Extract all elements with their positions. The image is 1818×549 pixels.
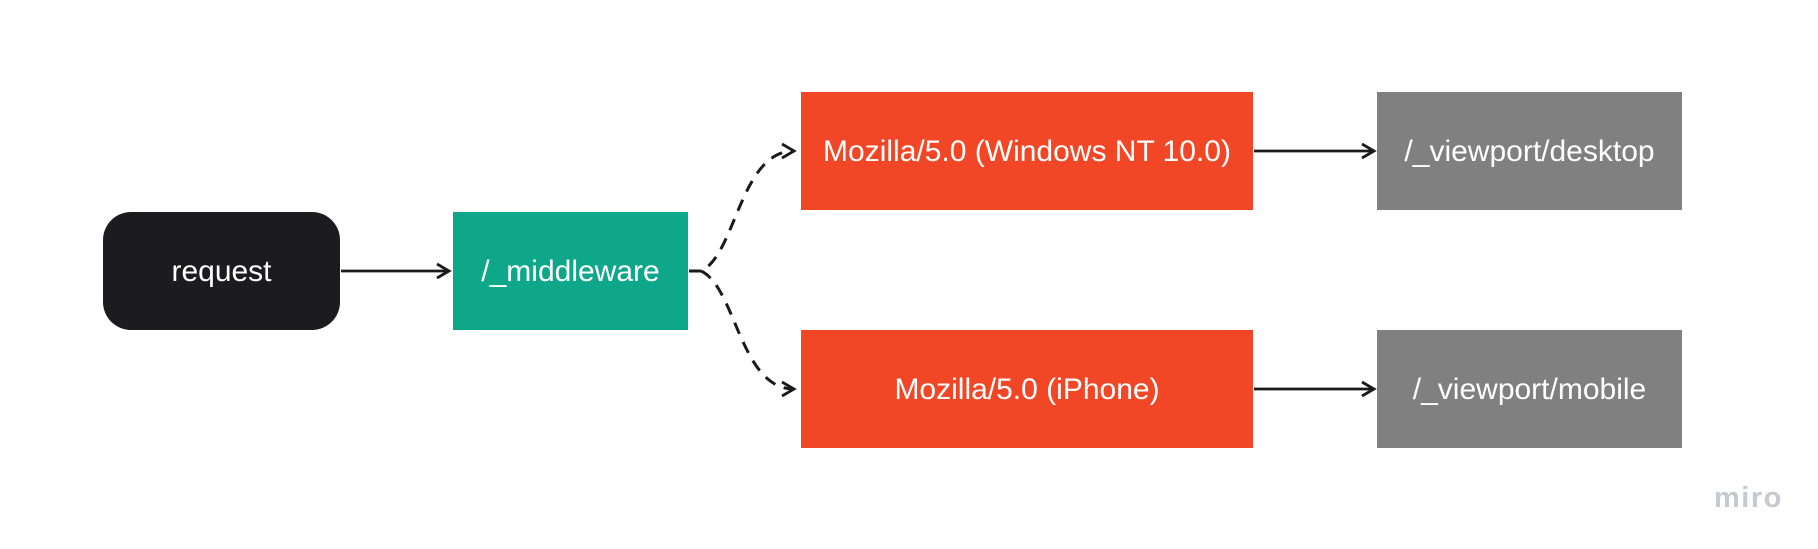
node-middleware-label: /_middleware	[481, 254, 660, 288]
node-user-agent-desktop[interactable]: Mozilla/5.0 (Windows NT 10.0)	[801, 92, 1253, 210]
node-viewport-desktop-label: /_viewport/desktop	[1404, 134, 1655, 168]
node-viewport-mobile[interactable]: /_viewport/mobile	[1377, 330, 1682, 448]
edge-middleware-to-ua-mobile[interactable]	[700, 269, 797, 398]
node-request-label: request	[171, 254, 272, 288]
node-viewport-mobile-label: /_viewport/mobile	[1412, 372, 1647, 406]
node-user-agent-mobile[interactable]: Mozilla/5.0 (iPhone)	[801, 330, 1253, 448]
miro-logo: miro	[1714, 482, 1783, 514]
node-middleware[interactable]: /_middleware	[453, 212, 688, 330]
node-user-agent-mobile-label: Mozilla/5.0 (iPhone)	[894, 372, 1160, 406]
node-viewport-desktop[interactable]: /_viewport/desktop	[1377, 92, 1682, 210]
node-request[interactable]: request	[103, 212, 340, 330]
node-user-agent-desktop-label: Mozilla/5.0 (Windows NT 10.0)	[823, 134, 1231, 168]
edge-middleware-to-ua-desktop[interactable]	[689, 142, 797, 273]
